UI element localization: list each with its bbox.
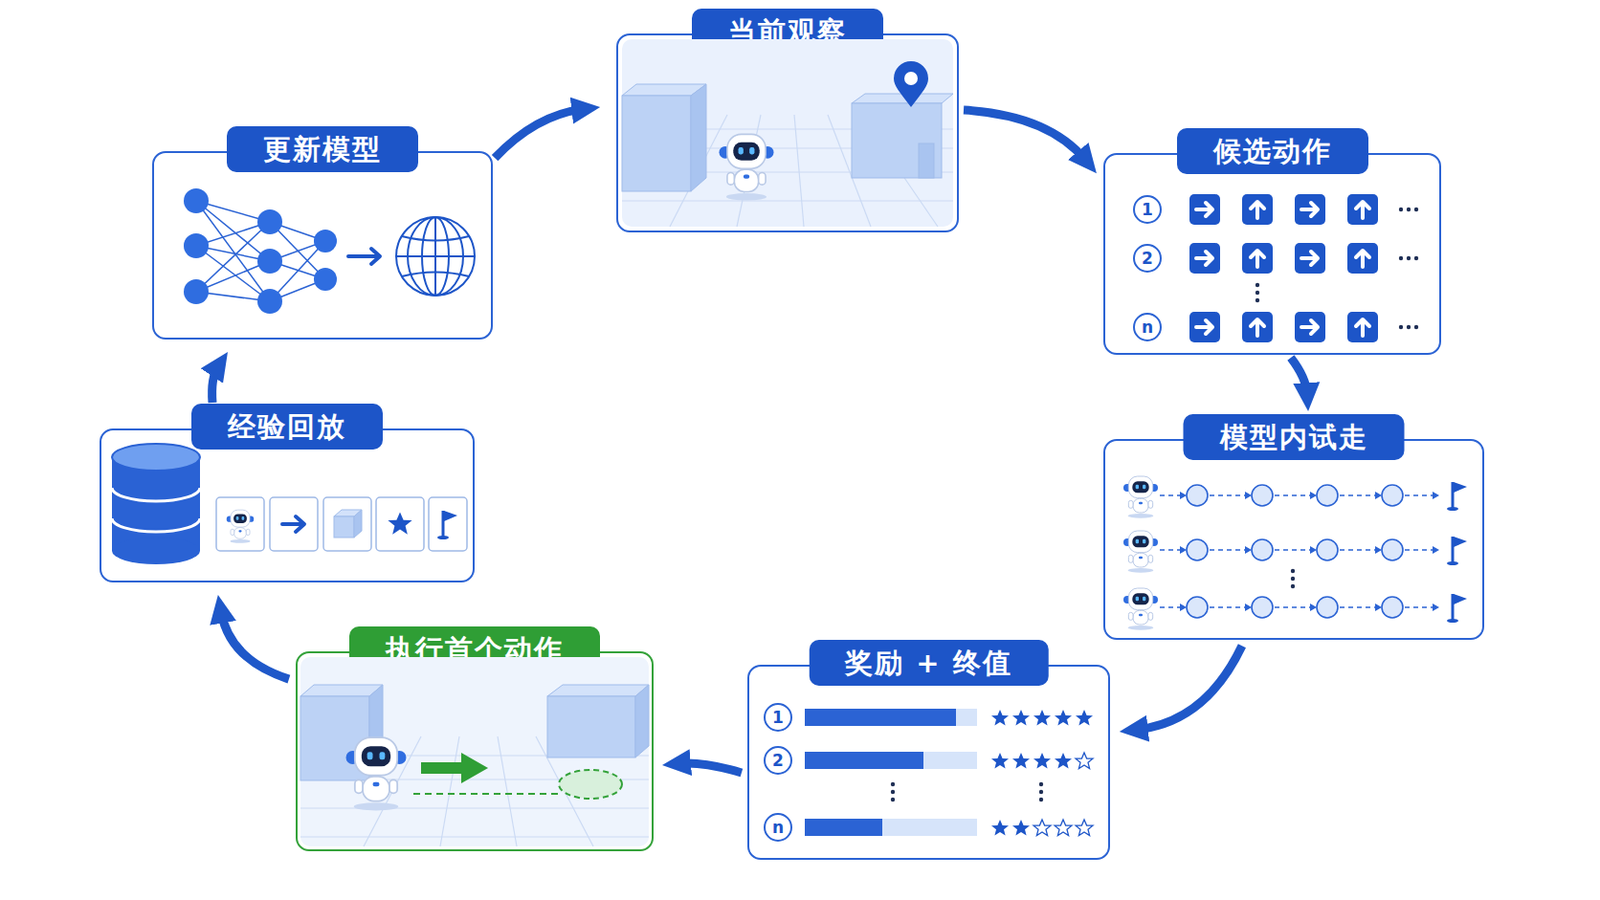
execute-scene [300,657,649,847]
cycle-arrow [679,763,742,774]
neural-network [183,188,475,314]
step-heading: 经验回放 [191,403,383,450]
observation-scene [622,39,954,227]
step-heading: 候选动作 [1177,128,1369,175]
highlight-step-box: 执行首个动作 [295,651,654,852]
step-box: 当前观察 [616,33,959,233]
cycle-arrow [221,612,289,681]
step-box: 更新模型 [152,151,493,340]
cycle-arrow [494,109,583,158]
step-heading: 模型内试走 [1183,414,1405,461]
reward-bars [804,709,1093,837]
step-box: 模型内试走 [1103,439,1485,641]
step-heading: 奖励 + 终值 [808,640,1049,687]
cycle-arrow [1136,645,1243,731]
step-heading: 执行首个动作 [349,626,600,673]
step-box: 奖励 + 终值 [747,665,1111,861]
step-box: 候选动作 [1103,153,1442,356]
candidate-action-rows [1189,194,1419,343]
step-heading: 更新模型 [226,126,419,173]
cycle-arrow [1290,357,1308,395]
cycle-arrow [212,366,219,403]
step-box: 经验回放 [99,428,475,583]
replay-buffer [111,444,467,565]
cycle-arrow [963,110,1086,160]
step-heading: 当前观察 [691,8,884,55]
rollout-rows [1123,476,1467,631]
